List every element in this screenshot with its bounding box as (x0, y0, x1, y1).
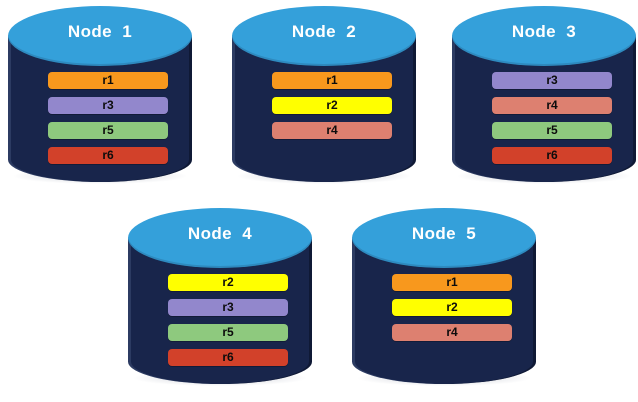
replica-list: r3 r4 r5 r6 (492, 72, 612, 164)
replica-bar-r3[interactable]: r3 (48, 97, 168, 114)
replica-bar-r5[interactable]: r5 (168, 324, 288, 341)
cylinder-top-ellipse (8, 6, 192, 66)
cylinder-top-ellipse (232, 6, 416, 66)
replica-bar-r3[interactable]: r3 (168, 299, 288, 316)
cylinder-top-ellipse (128, 208, 312, 268)
replica-bar-r1[interactable]: r1 (48, 72, 168, 89)
replica-bar-r6[interactable]: r6 (492, 147, 612, 164)
replica-bar-r2[interactable]: r2 (392, 299, 512, 316)
replica-bar-r3[interactable]: r3 (492, 72, 612, 89)
replica-bar-r5[interactable]: r5 (492, 122, 612, 139)
database-node-2[interactable]: Node 2 r1 r2 r4 (232, 6, 416, 184)
node-title: Node 1 (67, 22, 133, 41)
replica-bar-r1[interactable]: r1 (392, 274, 512, 291)
replica-bar-r5[interactable]: r5 (48, 122, 168, 139)
node-title: Node 5 (411, 224, 477, 243)
replica-list: r1 r2 r4 (272, 72, 392, 139)
replica-bar-r4[interactable]: r4 (272, 122, 392, 139)
cylinder-top-ellipse (352, 208, 536, 268)
replica-bar-r6[interactable]: r6 (168, 349, 288, 366)
node-title: Node 3 (511, 22, 577, 41)
replica-bar-r6[interactable]: r6 (48, 147, 168, 164)
replica-bar-r4[interactable]: r4 (392, 324, 512, 341)
node-title: Node 4 (187, 224, 253, 243)
replica-list: r1 r3 r5 r6 (48, 72, 168, 164)
database-node-4[interactable]: Node 4 r2 r3 r5 r6 (128, 208, 312, 386)
replica-list: r2 r3 r5 r6 (168, 274, 288, 366)
replica-bar-r2[interactable]: r2 (168, 274, 288, 291)
replica-bar-r2[interactable]: r2 (272, 97, 392, 114)
replica-bar-r4[interactable]: r4 (492, 97, 612, 114)
database-node-5[interactable]: Node 5 r1 r2 r4 (352, 208, 536, 386)
node-title: Node 2 (291, 22, 357, 41)
replica-bar-r1[interactable]: r1 (272, 72, 392, 89)
replica-list: r1 r2 r4 (392, 274, 512, 341)
database-node-1[interactable]: Node 1 r1 r3 r5 r6 (8, 6, 192, 184)
cylinder-top-ellipse (452, 6, 636, 66)
database-node-3[interactable]: Node 3 r3 r4 r5 r6 (452, 6, 636, 184)
